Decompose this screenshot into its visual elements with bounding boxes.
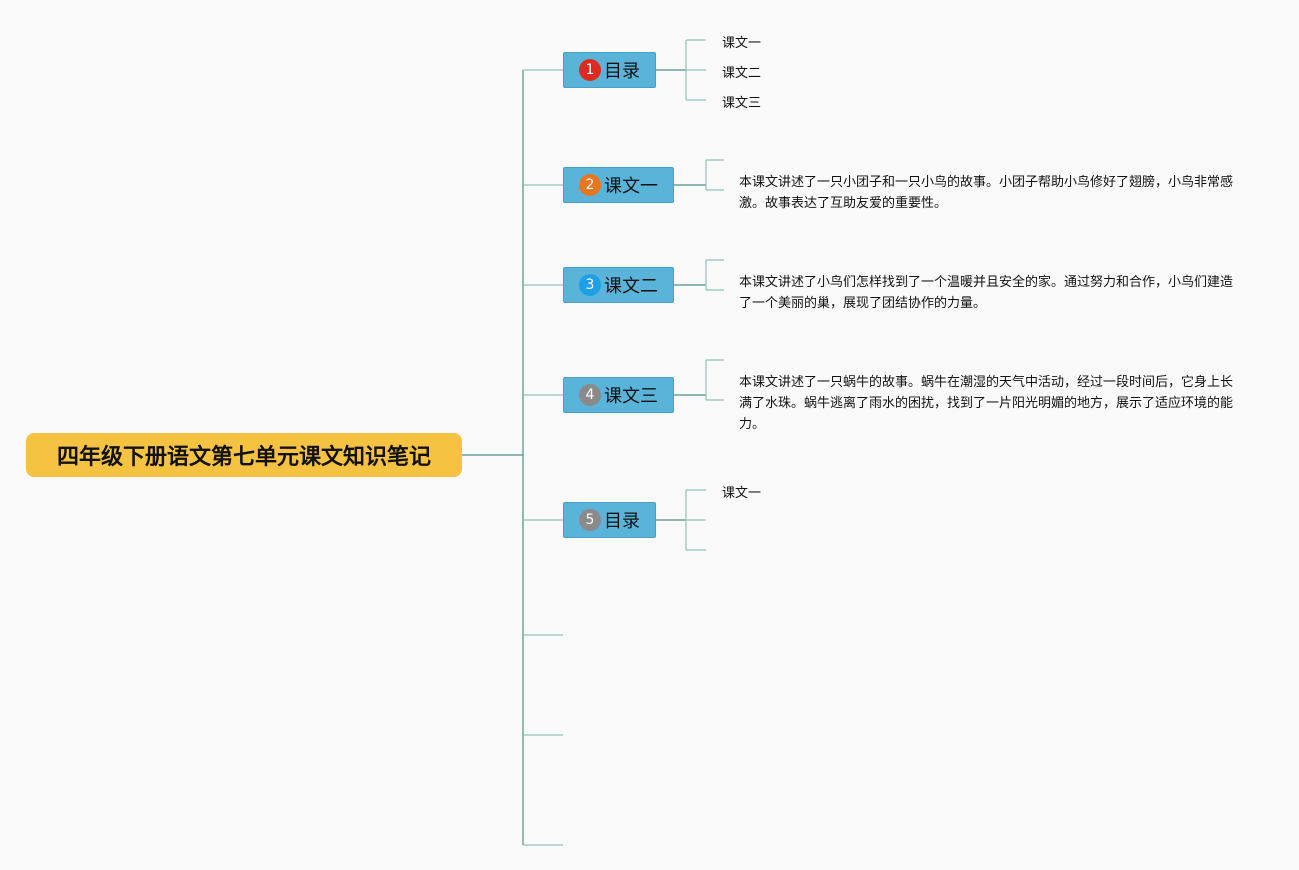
topic-4-label: 课文三 [604,386,658,407]
subtopic-item[interactable]: 课文二 [722,66,762,81]
topic-2-node[interactable]: 2 课文一 [563,167,674,203]
note-bracket [705,359,724,401]
topic-5-node[interactable]: 5 目录 [563,502,656,538]
child-bracket [685,39,706,101]
number-1-badge-icon: 1 [579,59,601,81]
topic-3-node[interactable]: 3 课文二 [563,267,674,303]
topic-3-label: 课文二 [604,276,658,297]
topic-2-note[interactable]: 本课文讲述了一只小团子和一只小鸟的故事。小团子帮助小鸟修好了翅膀，小鸟非常感激。… [739,175,1234,211]
topic-3-note[interactable]: 本课文讲述了小鸟们怎样找到了一个温暖并且安全的家。通过努力和合作，小鸟们建造了一… [739,275,1234,311]
topic-4-note[interactable]: 本课文讲述了一只蜗牛的故事。蜗牛在潮湿的天气中活动，经过一段时间后，它身上长满了… [739,375,1234,432]
number-3-badge-icon: 3 [579,274,601,296]
note-bracket [705,159,724,191]
root-topic[interactable]: 四年级下册语文第七单元课文知识笔记 [26,433,462,477]
topic-5-label: 目录 [604,511,640,532]
child-bracket [685,489,706,551]
topic-1-node[interactable]: 1 目录 [563,52,656,88]
number-2-badge-icon: 2 [579,174,601,196]
root-title: 四年级下册语文第七单元课文知识笔记 [56,445,431,470]
topic-2-label: 课文一 [604,176,658,197]
number-4-badge-icon: 4 [579,384,601,406]
topic-1-label: 目录 [604,61,640,82]
subtopic-item[interactable]: 课文一 [722,36,762,51]
topic-4-node[interactable]: 4 课文三 [563,377,674,413]
number-5-badge-icon: 5 [579,509,601,531]
subtopic-item[interactable]: 课文三 [722,96,762,111]
note-bracket [705,259,724,291]
subtopic-item[interactable]: 课文一 [722,486,762,501]
